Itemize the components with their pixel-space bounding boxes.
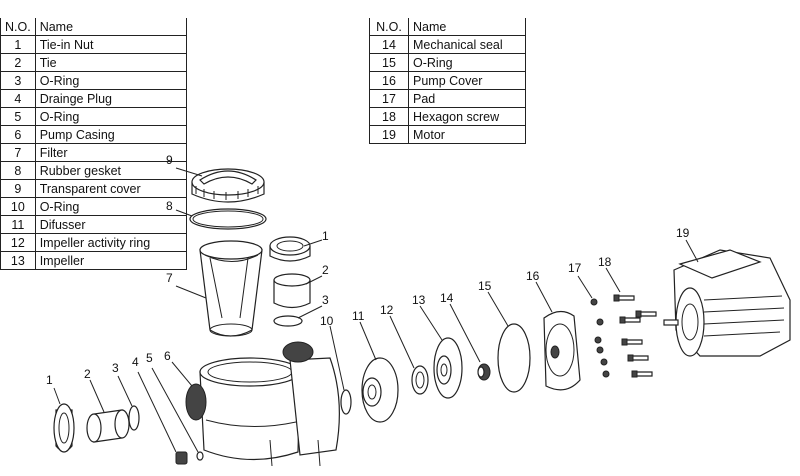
part-name: Filter (34, 143, 187, 162)
leader-lines (53, 167, 699, 453)
callout-7: 7 (166, 271, 173, 285)
callout-9: 9 (166, 153, 173, 167)
part-name: Mechanical seal (408, 35, 526, 54)
callout-10: 10 (320, 314, 334, 328)
impeller-part (433, 337, 463, 399)
o-ring-part (273, 315, 303, 327)
part-number: 17 (369, 89, 409, 108)
part-number: 19 (369, 125, 409, 144)
callout-16: 16 (526, 269, 540, 283)
table-header-row: N.O. Name (0, 18, 187, 36)
part-name: O-Ring (408, 53, 526, 72)
transparent-cover-part (191, 168, 265, 203)
o-ring-part (340, 389, 352, 415)
part-number: 10 (0, 197, 36, 216)
callout-3b: 3 (322, 293, 329, 307)
part-name: Tie (34, 53, 187, 72)
callout-6: 6 (164, 349, 171, 363)
callout-1: 1 (46, 373, 53, 387)
callout-8: 8 (166, 199, 173, 213)
callout-labels: 1 2 3 4 5 6 7 8 9 10 11 12 13 14 15 16 1… (46, 153, 690, 387)
part-name: Rubber gesket (34, 161, 187, 180)
part-name: Impeller activity ring (34, 233, 187, 252)
pad-parts (590, 298, 610, 378)
pump-casing-part (185, 341, 340, 467)
header-name: Name (408, 18, 526, 36)
tie-part (86, 409, 130, 443)
tie-in-nut-part (269, 236, 311, 262)
rubber-gasket-part (189, 208, 267, 230)
table-header-row: N.O. Name (369, 18, 526, 36)
callout-11: 11 (352, 309, 365, 323)
tie-part (273, 273, 311, 309)
tie-in-nut-part (53, 403, 75, 453)
callout-14: 14 (440, 291, 454, 305)
hexagon-screw-parts (613, 294, 657, 378)
part-number: 13 (0, 251, 36, 270)
header-no: N.O. (0, 18, 36, 36)
part-number: 14 (369, 35, 409, 54)
callout-15: 15 (478, 279, 492, 293)
callout-12: 12 (380, 303, 394, 317)
filter-basket-part (199, 240, 263, 337)
drain-plug-part (175, 451, 188, 465)
mechanical-seal-part (477, 363, 491, 381)
callout-2b: 2 (322, 263, 329, 277)
o-ring-part (128, 405, 140, 431)
callout-2: 2 (84, 367, 91, 381)
pump-cover-part (543, 310, 581, 391)
callout-3: 3 (112, 361, 119, 375)
part-name: Impeller (34, 251, 187, 270)
part-name: Motor (408, 125, 526, 144)
o-ring-part (196, 451, 204, 461)
callout-18: 18 (598, 255, 612, 269)
callout-13: 13 (412, 293, 426, 307)
callout-4: 4 (132, 355, 139, 369)
part-name: Pump Casing (34, 125, 187, 144)
part-name: Hexagon screw (408, 107, 526, 126)
o-ring-part (497, 323, 531, 393)
part-name: Pump Cover (408, 71, 526, 90)
impeller-activity-ring-part (411, 365, 429, 395)
callout-19: 19 (676, 226, 690, 240)
diffuser-part (361, 357, 399, 423)
callout-5: 5 (146, 351, 153, 365)
callout-17: 17 (568, 261, 582, 275)
part-name: Drainge Plug (34, 89, 187, 108)
callout-1b: 1 (322, 229, 329, 243)
motor-part (663, 249, 791, 357)
